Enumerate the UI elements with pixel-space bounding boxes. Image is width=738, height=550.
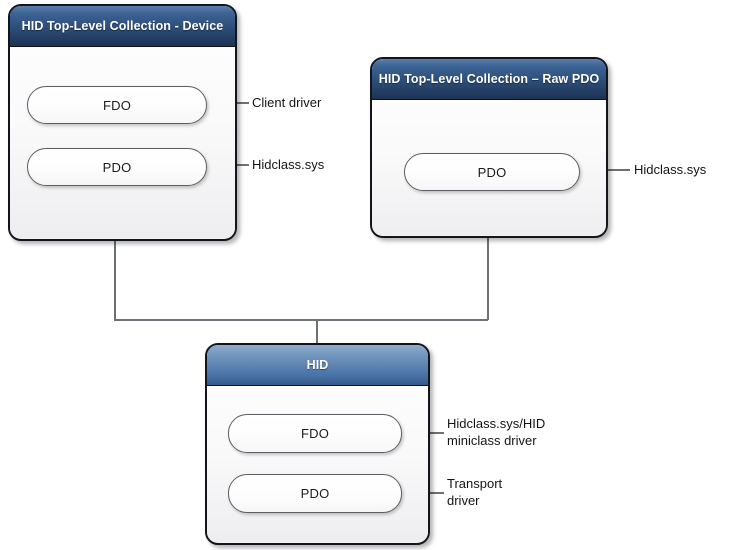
pill-label: FDO bbox=[300, 426, 330, 441]
pill-fdo[interactable]: FDO bbox=[228, 414, 402, 453]
pill-pdo[interactable]: PDO bbox=[27, 148, 207, 186]
pill-pdo[interactable]: PDO bbox=[228, 474, 402, 513]
node-hid[interactable]: HID FDO PDO bbox=[205, 343, 430, 545]
pill-pdo[interactable]: PDO bbox=[404, 153, 580, 191]
node-hid-top-level-collection-raw-pdo[interactable]: HID Top-Level Collection – Raw PDO PDO bbox=[370, 57, 608, 238]
callout-hidclass-sys-hid-miniclass-driver: Hidclass.sys/HID miniclass driver bbox=[447, 416, 546, 448]
node-header-title: HID bbox=[207, 345, 428, 386]
node-header-title: HID Top-Level Collection – Raw PDO bbox=[372, 59, 606, 100]
node-hid-top-level-collection-device[interactable]: HID Top-Level Collection - Device FDO PD… bbox=[8, 4, 237, 241]
pill-label: PDO bbox=[477, 164, 507, 180]
callout-hidclass-sys-raw-pdo: Hidclass.sys bbox=[634, 162, 707, 177]
pill-label: PDO bbox=[102, 159, 132, 175]
node-body: PDO bbox=[372, 100, 606, 235]
pill-label: FDO bbox=[102, 97, 132, 113]
callout-client-driver: Client driver bbox=[252, 95, 322, 110]
pill-label: PDO bbox=[300, 486, 330, 501]
pill-fdo[interactable]: FDO bbox=[27, 86, 207, 124]
callout-transport-driver: Transport driver bbox=[447, 476, 503, 508]
node-body: FDO PDO bbox=[10, 47, 235, 238]
node-body: FDO PDO bbox=[207, 386, 428, 542]
node-header-title: HID Top-Level Collection - Device bbox=[10, 6, 235, 47]
bus-line bbox=[114, 241, 488, 321]
callout-hidclass-sys-device-pdo: Hidclass.sys bbox=[252, 157, 325, 172]
